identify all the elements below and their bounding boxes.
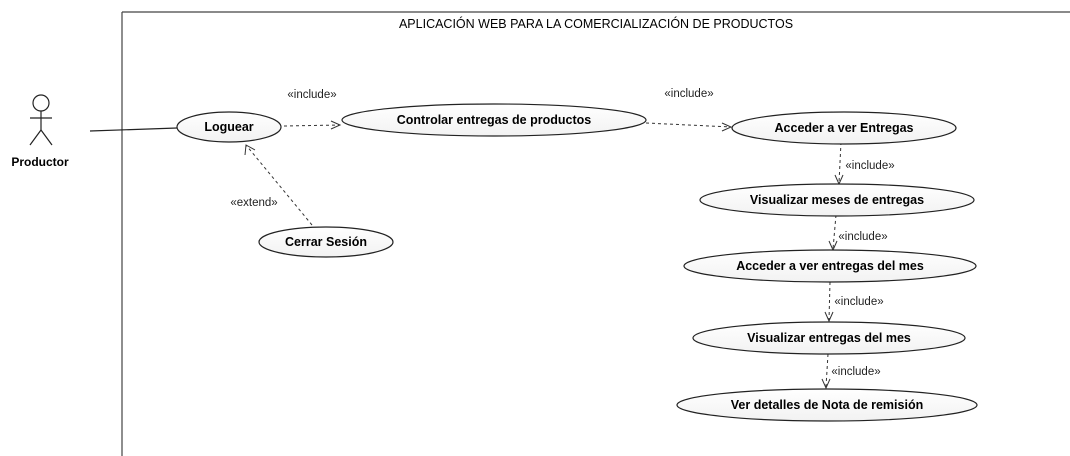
- association-line: [89, 127, 178, 132]
- use-case-label: Visualizar entregas del mes: [747, 331, 911, 345]
- use-case-label: Visualizar meses de entregas: [750, 193, 924, 207]
- use-case-label: Acceder a ver Entregas: [775, 121, 914, 135]
- use-case-acceder-entregas[interactable]: Acceder a ver Entregas: [731, 111, 957, 145]
- arrowhead-icon: [330, 120, 342, 130]
- arrowhead-icon: [244, 144, 256, 156]
- actor-label: Productor: [11, 155, 69, 169]
- extend-arrow-cerrar-loguear: [245, 144, 313, 226]
- include-label: «include»: [834, 296, 883, 308]
- arrowhead-icon: [721, 122, 733, 132]
- include-label: «include»: [664, 88, 713, 100]
- use-case-cerrar-sesion[interactable]: Cerrar Sesión: [258, 226, 394, 258]
- include-label: «include»: [287, 89, 336, 101]
- use-case-visualizar-meses[interactable]: Visualizar meses de entregas: [699, 183, 975, 217]
- system-boundary: APLICACIÓN WEB PARA LA COMERCIALIZACIÓN …: [121, 11, 1070, 456]
- include-arrow-acceder-visualizar: [838, 141, 842, 184]
- include-arrow-controlar-acceder: [645, 122, 732, 128]
- use-case-controlar-entregas[interactable]: Controlar entregas de productos: [341, 103, 647, 137]
- include-arrow-loguear-controlar: [283, 124, 341, 127]
- arrowhead-icon: [824, 311, 834, 323]
- include-label: «include»: [831, 366, 880, 378]
- use-case-loguear[interactable]: Loguear: [176, 111, 282, 143]
- use-case-label: Ver detalles de Nota de remisión: [731, 398, 923, 412]
- use-case-ver-detalles[interactable]: Ver detalles de Nota de remisión: [676, 388, 978, 422]
- include-arrow-acceder-mes-visualizar-mes: [828, 281, 831, 321]
- include-label: «include»: [845, 160, 894, 172]
- include-label: «include»: [838, 231, 887, 243]
- include-arrow-visualizar-mes-detalles: [825, 353, 829, 388]
- system-title: APLICACIÓN WEB PARA LA COMERCIALIZACIÓN …: [399, 16, 793, 31]
- use-case-label: Controlar entregas de productos: [397, 113, 592, 127]
- extend-label: «extend»: [230, 197, 277, 209]
- arrowhead-icon: [821, 378, 831, 390]
- use-case-label: Loguear: [204, 120, 253, 134]
- use-case-visualizar-entregas-mes[interactable]: Visualizar entregas del mes: [692, 321, 966, 355]
- stick-figure-icon: [29, 94, 53, 146]
- use-case-acceder-entregas-mes[interactable]: Acceder a ver entregas del mes: [683, 249, 977, 283]
- use-case-label: Acceder a ver entregas del mes: [736, 259, 924, 273]
- actor-productor[interactable]: Productor: [11, 94, 69, 169]
- use-case-label: Cerrar Sesión: [285, 235, 367, 249]
